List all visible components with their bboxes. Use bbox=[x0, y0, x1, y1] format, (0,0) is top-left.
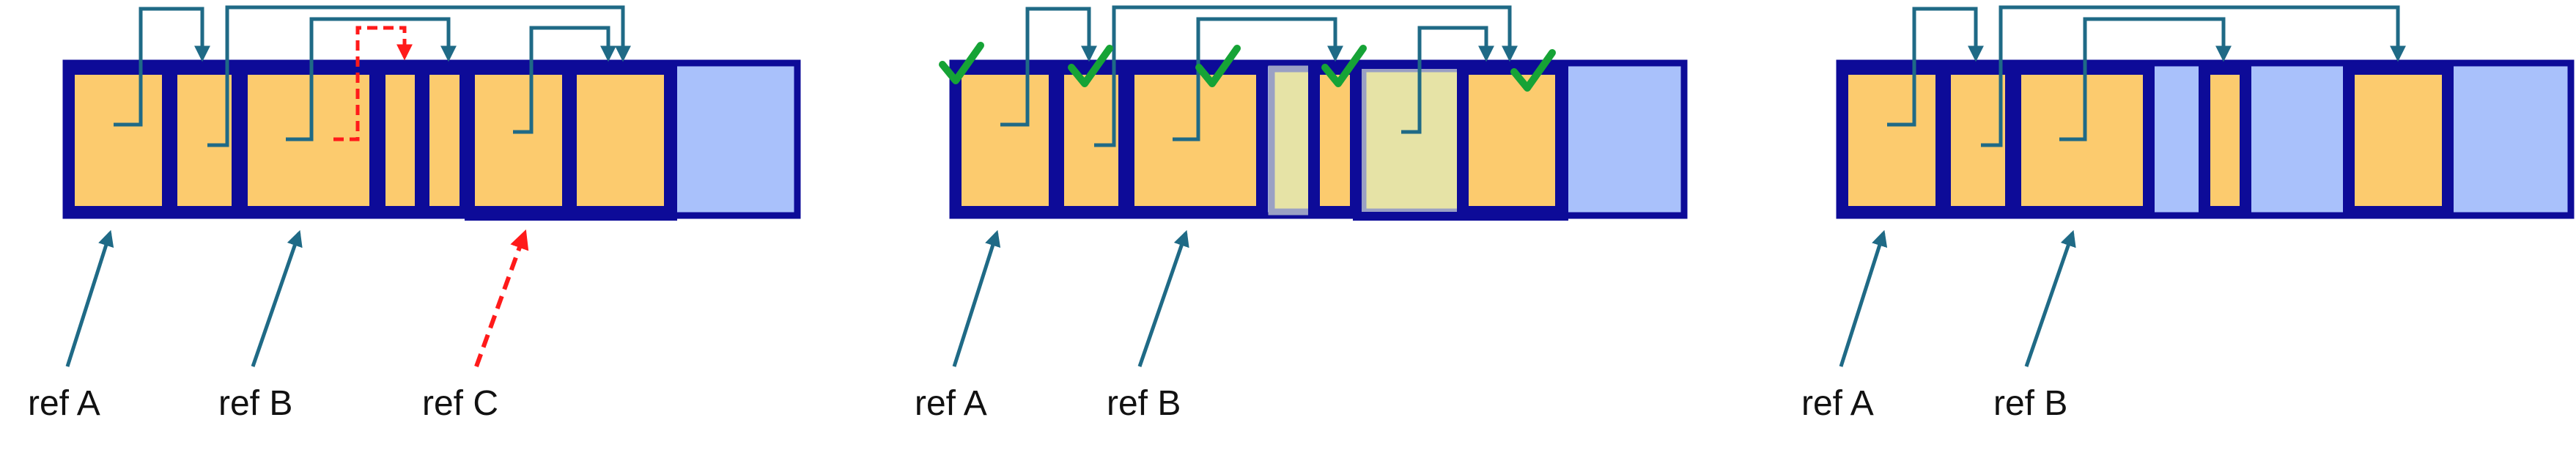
pointer-arrow bbox=[207, 5, 632, 147]
panel-3: ref A ref B bbox=[1801, 5, 2575, 423]
check-icon bbox=[1321, 45, 1367, 87]
freed-block bbox=[1268, 65, 1316, 216]
ref-arrow bbox=[251, 229, 303, 367]
ref-label: ref A bbox=[915, 384, 987, 423]
ref-arrow bbox=[1137, 229, 1189, 367]
panel-2: ref A ref B bbox=[915, 5, 1688, 423]
ref-label: ref B bbox=[218, 384, 292, 423]
heap-block bbox=[63, 63, 174, 218]
freed-block bbox=[1359, 65, 1464, 216]
pointer-arrow bbox=[1887, 7, 1985, 127]
pointer-arrow bbox=[1981, 5, 2407, 147]
heap-block bbox=[418, 63, 471, 218]
pointer-arrow bbox=[513, 26, 617, 134]
heap-block bbox=[463, 63, 574, 218]
check-icon bbox=[1195, 45, 1241, 87]
pointer-arrow bbox=[1094, 5, 1518, 147]
ref-label: ref A bbox=[28, 384, 100, 423]
check-icon bbox=[1510, 49, 1556, 92]
heap-block bbox=[2343, 63, 2454, 218]
ref-arrow bbox=[952, 229, 1001, 367]
heap-block bbox=[565, 63, 676, 218]
heap-block bbox=[1837, 63, 1947, 218]
ref-label: ref B bbox=[1107, 384, 1181, 423]
check-icon bbox=[939, 42, 984, 84]
heap-block bbox=[2199, 63, 2251, 218]
panel-1: ref A ref B ref C bbox=[28, 5, 801, 423]
ref-arrow bbox=[2024, 229, 2076, 367]
pointer-arrow bbox=[286, 17, 457, 141]
heap-group-outline bbox=[1353, 60, 1568, 221]
ref-label: ref B bbox=[1993, 384, 2067, 423]
pointer-arrow bbox=[1401, 26, 1495, 134]
dangling-pointer-arrow bbox=[333, 26, 413, 141]
pointer-arrow bbox=[1000, 7, 1098, 127]
heap-block bbox=[950, 63, 1060, 218]
ref-arrow bbox=[65, 229, 114, 367]
pointer-arrow bbox=[114, 7, 211, 127]
heap-block bbox=[1308, 63, 1362, 218]
heap-block bbox=[1457, 63, 1567, 218]
ref-label: ref C bbox=[422, 384, 498, 423]
heap-block bbox=[374, 63, 427, 218]
check-icon bbox=[1068, 45, 1113, 87]
pointer-arrow bbox=[1173, 17, 1344, 141]
heap-group-outline bbox=[465, 60, 677, 221]
pointer-arrow bbox=[2059, 17, 2232, 141]
dangling-ref-arrow bbox=[474, 229, 529, 368]
ref-label: ref A bbox=[1801, 384, 1874, 423]
ref-arrow bbox=[1839, 229, 1888, 367]
